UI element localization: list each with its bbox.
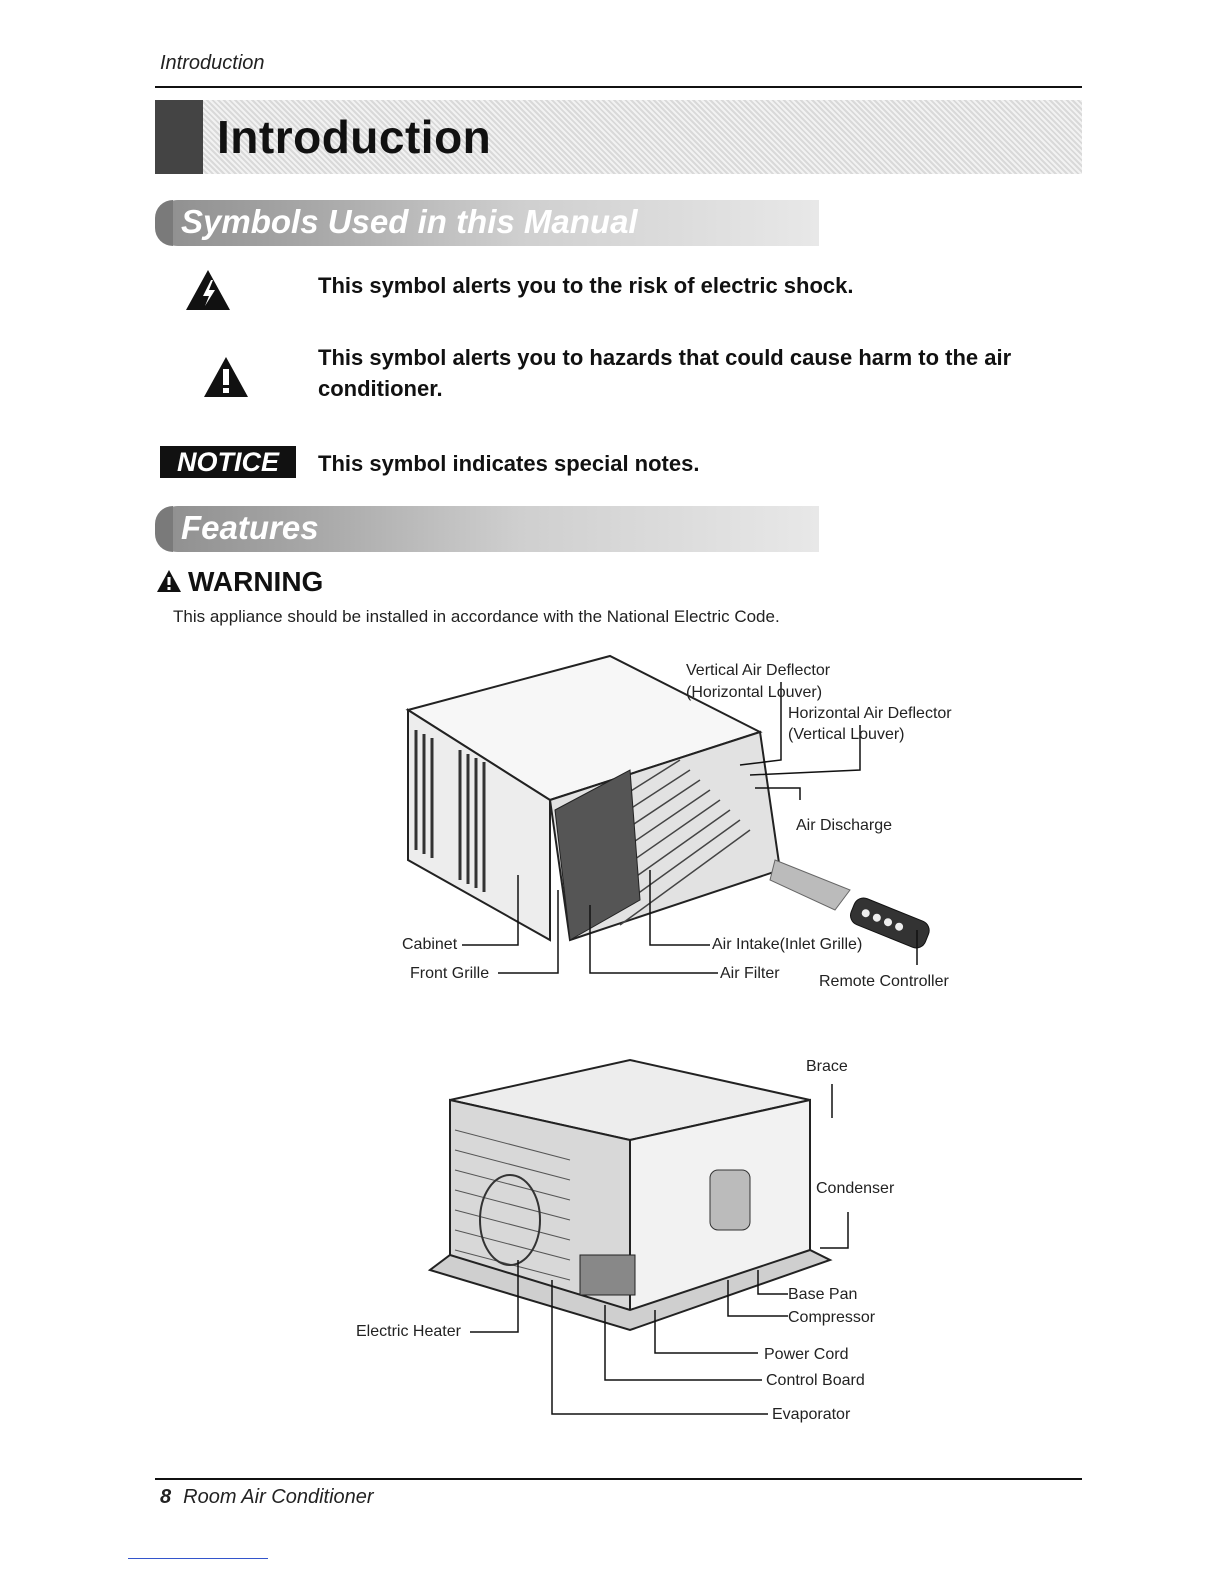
title-band: Introduction — [155, 100, 1082, 174]
bottom-link-underline — [128, 1558, 268, 1559]
warning-text: This appliance should be installed in ac… — [173, 607, 780, 626]
symbol-text-notice: This symbol indicates special notes. — [318, 451, 700, 476]
label-compressor: Compressor — [788, 1309, 876, 1326]
label-vertical-louver: (Vertical Louver) — [788, 726, 905, 743]
section-heading-features: Features — [181, 509, 319, 546]
label-evaporator: Evaporator — [772, 1406, 851, 1423]
label-brace: Brace — [806, 1058, 848, 1075]
title-accent-block — [155, 100, 203, 174]
section-bar-features: Features — [155, 506, 819, 552]
label-power-cord: Power Cord — [764, 1346, 849, 1363]
label-horizontal-louver: (Horizontal Louver) — [686, 684, 823, 701]
caution-exclamation-icon — [204, 357, 248, 397]
warning-heading: WARNING — [156, 566, 323, 598]
section-pill — [155, 200, 173, 246]
warning-title: WARNING — [188, 566, 324, 597]
section-pill — [155, 506, 173, 552]
label-vertical-air-deflector: Vertical Air Deflector — [686, 662, 831, 679]
label-base-pan: Base Pan — [788, 1286, 858, 1303]
label-electric-heater: Electric Heater — [356, 1323, 461, 1340]
label-air-discharge: Air Discharge — [796, 817, 893, 834]
label-control-board: Control Board — [766, 1372, 865, 1389]
page-title: Introduction — [217, 111, 492, 163]
label-front-grille: Front Grille — [410, 965, 490, 982]
internal-view-illustration — [427, 1058, 849, 1415]
page-footer: 8 Room Air Conditioner — [160, 1486, 374, 1509]
front-view-illustration — [405, 654, 930, 974]
symbol-text-shock: This symbol alerts you to the risk of el… — [318, 273, 854, 298]
label-remote-controller: Remote Controller — [819, 973, 949, 990]
header-rule — [155, 86, 1082, 88]
warning-triangle-icon — [157, 570, 181, 592]
section-heading-symbols: Symbols Used in this Manual — [181, 203, 638, 240]
label-cabinet: Cabinet — [402, 936, 458, 953]
symbol-text-hazard: This symbol alerts you to hazards that c… — [318, 345, 1012, 401]
running-head: Introduction — [160, 52, 265, 74]
label-air-filter: Air Filter — [720, 965, 780, 982]
label-horizontal-air-deflector: Horizontal Air Deflector — [788, 705, 952, 722]
notice-badge: NOTICE — [160, 446, 296, 478]
footer-title: Room Air Conditioner — [183, 1486, 374, 1508]
section-bar-symbols: Symbols Used in this Manual — [155, 200, 819, 246]
label-condenser: Condenser — [816, 1180, 895, 1197]
page-number: 8 — [160, 1486, 172, 1508]
footer-rule — [155, 1478, 1082, 1480]
label-air-intake: Air Intake(Inlet Grille) — [712, 936, 863, 953]
electric-shock-warning-icon — [186, 270, 230, 310]
